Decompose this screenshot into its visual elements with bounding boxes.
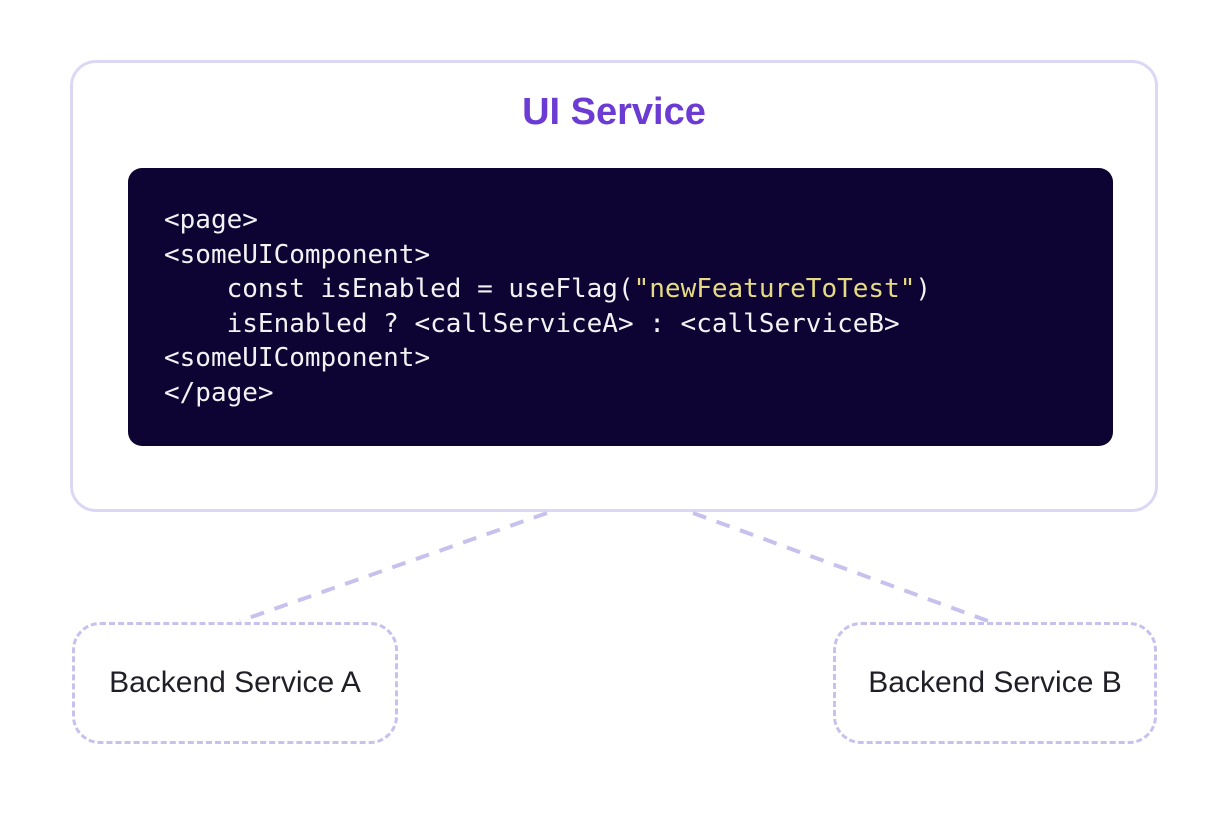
code-line: const isEnabled = useFlag("newFeatureToT… bbox=[164, 274, 932, 305]
backend-service-b-label: Backend Service B bbox=[868, 666, 1122, 699]
ui-service-box: UI Service <page> <someUIComponent> const… bbox=[70, 60, 1158, 512]
backend-service-a-box: Backend Service A bbox=[72, 622, 398, 744]
code-block: <page> <someUIComponent> const isEnabled … bbox=[128, 168, 1113, 446]
code-line: <someUIComponent> bbox=[164, 343, 431, 374]
code-line: isEnabled ? <callServiceA> : <callServic… bbox=[164, 308, 900, 339]
code-line: <page> bbox=[164, 205, 258, 235]
code-line: </page> bbox=[164, 377, 274, 408]
backend-service-a-label: Backend Service A bbox=[109, 666, 361, 699]
backend-service-b-box: Backend Service B bbox=[833, 622, 1157, 744]
connector-to-backend-b bbox=[692, 511, 989, 623]
code-line: <someUIComponent> bbox=[164, 239, 431, 270]
connector-to-backend-a bbox=[239, 511, 548, 623]
ui-service-title: UI Service bbox=[522, 91, 706, 133]
